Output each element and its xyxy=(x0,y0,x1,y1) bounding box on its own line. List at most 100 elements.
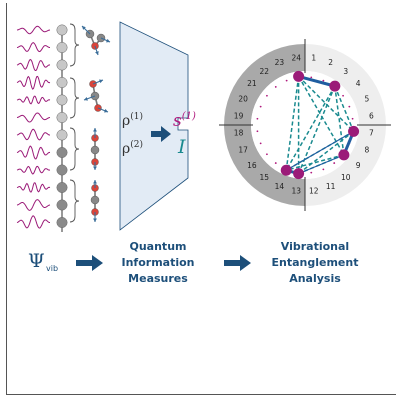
wavefunction-curve xyxy=(16,75,51,90)
medium-entanglement-link xyxy=(298,154,345,175)
caption-line: Quantum xyxy=(130,240,187,253)
arrowhead xyxy=(95,51,99,55)
mode-dot xyxy=(266,153,268,156)
mode-node-9 xyxy=(338,149,350,161)
medium-entanglement-link xyxy=(285,130,354,171)
mode-label: 19 xyxy=(234,111,244,120)
mode-dot xyxy=(351,117,354,120)
mode-dot xyxy=(285,79,288,82)
mode-label: 10 xyxy=(341,173,351,182)
caption-entanglement-analysis: Vibrational Entanglement Analysis xyxy=(272,240,359,285)
atom xyxy=(90,145,100,155)
wavefunction-curve xyxy=(16,199,51,211)
mode-node-13 xyxy=(293,168,305,180)
wavefunction-curve xyxy=(16,128,50,141)
qi-funnel: ρ(1) ρ(2) s(1) I xyxy=(119,21,196,231)
mode-label: 14 xyxy=(275,182,285,191)
funnel-shape xyxy=(119,21,189,231)
arrowhead xyxy=(82,26,86,30)
mode-label: 16 xyxy=(247,161,257,170)
mode-node-24 xyxy=(293,70,305,82)
rho1-label: ρ(1) xyxy=(122,111,143,129)
mode-dot xyxy=(274,162,277,164)
mode-dot xyxy=(322,168,325,171)
psi-label: Ψ vib xyxy=(28,250,58,273)
arrowhead xyxy=(104,108,108,113)
atom-sphere xyxy=(56,24,68,36)
wavefunction-curve xyxy=(16,58,51,71)
wavefunction-curve xyxy=(16,215,50,229)
mode-dot xyxy=(259,142,262,145)
mode-label: 5 xyxy=(365,94,370,103)
atom-sphere xyxy=(56,42,68,53)
strong-entanglement-link xyxy=(298,74,336,88)
mode-label: 2 xyxy=(328,58,333,67)
wavefunction-curve xyxy=(16,112,51,123)
mode-dot xyxy=(256,130,259,133)
atom-sphere xyxy=(56,77,68,88)
psi-subscript: vib xyxy=(46,264,58,273)
wavefunction-curve xyxy=(16,95,51,105)
wavefunction-curve xyxy=(16,182,51,193)
weak-entanglement-link xyxy=(334,85,355,132)
brace xyxy=(69,77,80,119)
mode-label: 15 xyxy=(259,173,269,182)
atom-sphere xyxy=(56,112,68,123)
mode-label: 24 xyxy=(291,54,301,63)
caption-qi-measures: Quantum Information Measures xyxy=(122,240,195,285)
ring-light-half xyxy=(305,44,386,206)
ring-dividers xyxy=(219,39,391,211)
caption-line: Vibrational xyxy=(281,240,349,253)
mode-label: 1 xyxy=(311,54,316,63)
weak-entanglement-link xyxy=(285,76,300,171)
mode-label: 8 xyxy=(365,146,370,155)
psi-symbol: Ψ xyxy=(28,250,45,272)
mode-label: 9 xyxy=(356,161,361,170)
atom-sphere xyxy=(56,217,68,228)
arrow-right-icon xyxy=(76,255,103,271)
weak-entanglement-link xyxy=(285,85,336,171)
wavefunction-curve xyxy=(16,25,51,35)
mode-dot xyxy=(266,94,268,97)
caption-line: Information xyxy=(122,256,195,269)
mode-label: 4 xyxy=(356,79,361,88)
mode-dot xyxy=(256,117,259,120)
mode-label: 20 xyxy=(238,94,248,103)
arrowhead xyxy=(93,218,97,222)
mode-label: 21 xyxy=(247,79,257,88)
arrowhead xyxy=(99,79,103,84)
caption-line: Measures xyxy=(128,272,188,285)
atom-sphere xyxy=(56,182,68,193)
caption-line: Entanglement xyxy=(272,256,359,269)
mode-label: 18 xyxy=(234,129,244,138)
arrowhead xyxy=(93,166,97,170)
ring-center xyxy=(251,71,359,179)
mode-dot xyxy=(322,79,325,82)
wavefunction-curve xyxy=(16,145,51,160)
mode-node-14 xyxy=(280,164,292,176)
arrowhead xyxy=(106,38,110,43)
entanglement-links xyxy=(285,74,355,176)
mode-label: 6 xyxy=(369,111,374,120)
mode-label: 11 xyxy=(326,182,336,191)
mode-dot xyxy=(348,105,351,108)
weak-entanglement-link xyxy=(286,154,345,171)
caption-line: Analysis xyxy=(289,272,341,285)
mode-dot xyxy=(310,171,313,174)
arrowhead xyxy=(93,180,97,184)
molecule-chain xyxy=(56,23,111,232)
atom-sphere xyxy=(56,147,68,158)
brace xyxy=(69,179,80,223)
mode-dot xyxy=(310,76,313,79)
mode-label: 23 xyxy=(275,58,285,67)
figure-frame xyxy=(6,3,396,395)
mode-dot xyxy=(274,86,277,88)
arrowhead xyxy=(93,128,97,132)
mode-dot xyxy=(333,162,336,164)
mode-label: 7 xyxy=(369,129,374,138)
weak-entanglement-link xyxy=(298,130,355,175)
wavefunction-curve xyxy=(16,165,51,175)
